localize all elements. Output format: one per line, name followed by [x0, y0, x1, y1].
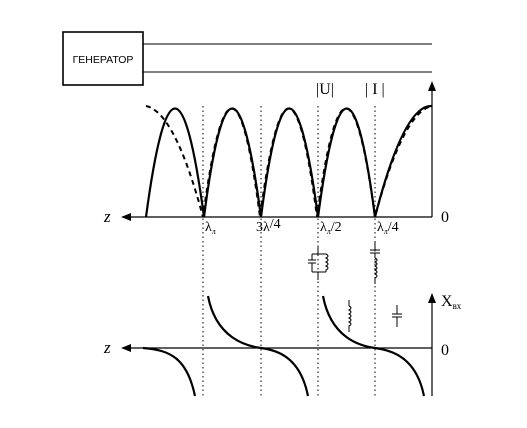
lower-vertical-arrow: [428, 293, 436, 303]
reactance-axis-label: Xвх: [441, 293, 462, 311]
capacitor-icon: [392, 305, 402, 327]
lower-z-arrow: [121, 344, 131, 352]
lower-z-label: z: [103, 338, 111, 357]
current-curve-label: | I |: [365, 81, 385, 98]
generator-box: [62, 31, 144, 86]
inductor-icon: [347, 300, 352, 332]
lower-origin-label: 0: [441, 342, 449, 359]
generator-block: ГЕНЕРАТОР: [62, 31, 432, 86]
generator-label: ГЕНЕРАТОР: [73, 54, 134, 66]
current-curve-dashed: [145, 105, 433, 218]
upper-axes: z 0: [103, 81, 449, 226]
dotted-guides: [202, 106, 376, 398]
upper-tick-labels: λл 3λ/4 λл/2 λл/4: [205, 217, 399, 236]
tick-label-1: λл: [205, 220, 216, 236]
tick-label-4: λл/4: [377, 220, 399, 236]
series-lc-circuit-icon: [370, 242, 380, 284]
upper-z-label: z: [103, 207, 111, 226]
upper-z-arrow: [121, 213, 131, 221]
tick-label-2: 3λ/4: [256, 217, 281, 235]
reactance-branch-2: [206, 295, 310, 397]
reactance-curves: [142, 295, 426, 397]
voltage-curve-solid: [144, 104, 433, 218]
reactance-branch-3: [321, 295, 426, 397]
upper-vertical-arrow: [428, 81, 436, 91]
tick-label-3: λл/2: [320, 220, 342, 236]
lower-axes: z 0 Xвх: [103, 293, 462, 396]
reactance-branch-1: [142, 346, 197, 397]
voltage-curve-label: |U|: [316, 81, 334, 98]
parallel-lc-circuit-icon: [308, 246, 329, 280]
upper-origin-label: 0: [441, 209, 449, 226]
